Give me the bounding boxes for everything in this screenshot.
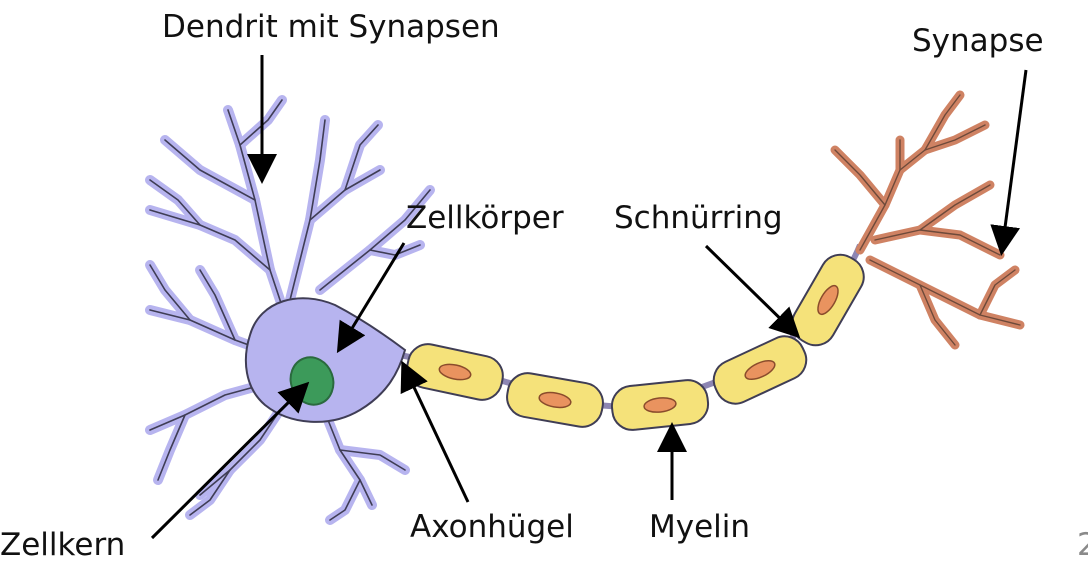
axon-terminals: [835, 95, 1020, 345]
arrow-synapse: [1002, 70, 1026, 250]
label-cell-body: Zellkörper: [406, 203, 564, 234]
label-dendrite: Dendrit mit Synapsen: [162, 12, 500, 43]
myelin-sheath: [403, 247, 871, 431]
page-number: 2: [1077, 530, 1088, 561]
label-node-of-ranvier: Schnürring: [614, 203, 783, 234]
cell-body: [246, 298, 405, 422]
arrow-node: [706, 246, 796, 334]
label-axon-hillock: Axonhügel: [410, 512, 574, 543]
label-nucleus: Zellkern: [0, 530, 125, 561]
arrow-nucleus: [152, 386, 305, 538]
label-synapse: Synapse: [912, 26, 1044, 57]
label-myelin: Myelin: [649, 512, 750, 543]
